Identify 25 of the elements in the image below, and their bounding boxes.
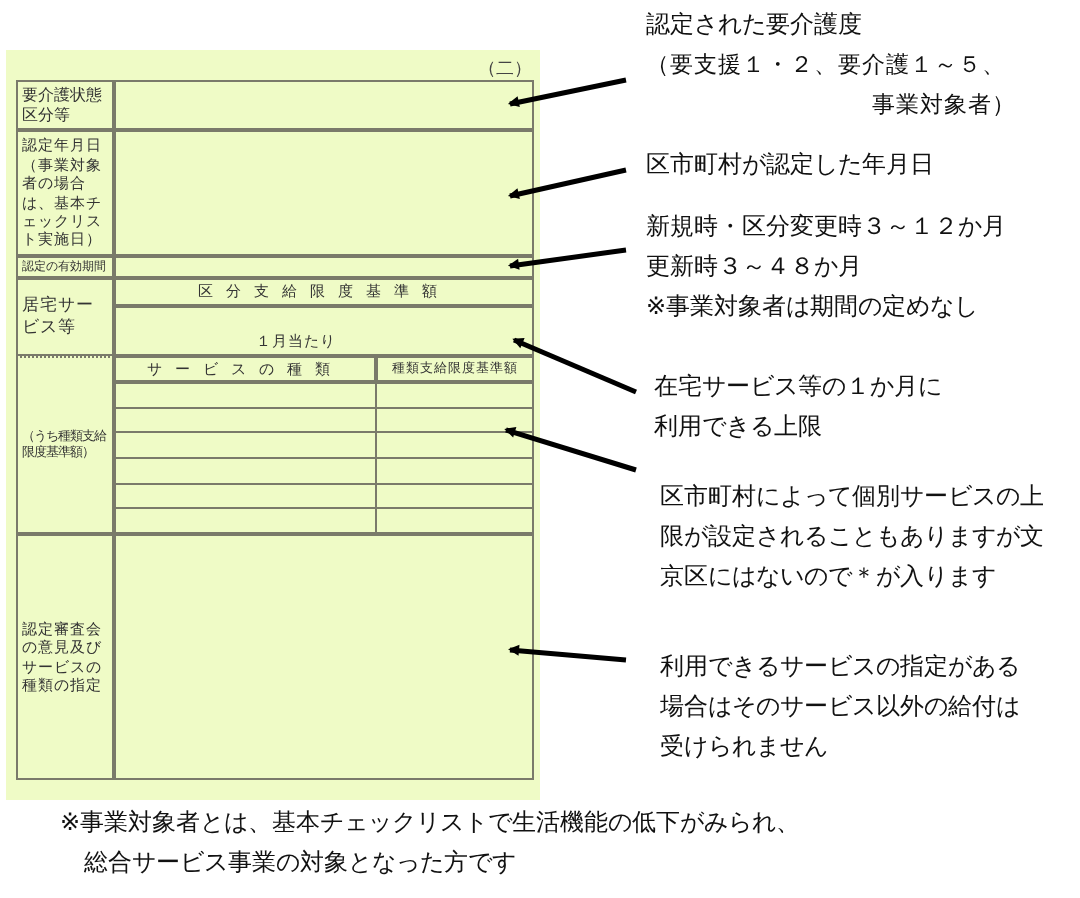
label-cell: 要介護状態区分等	[16, 80, 114, 130]
annotation-text: 認定された要介護度	[646, 8, 864, 42]
form-cell	[114, 256, 534, 278]
label-cell: 居宅サービス等	[16, 278, 114, 356]
arrow	[507, 167, 627, 199]
annotation-text: （要支援１・２、要介護１～５、事業対象者）	[646, 48, 1016, 122]
footnote: ※事業対象者とは、基本チェックリストで生活機能の低下がみられ、総合サービス事業の対象となった方です	[60, 806, 803, 880]
form-cell	[114, 130, 534, 256]
arrow	[504, 426, 637, 473]
form-cell	[114, 534, 534, 780]
arrow	[507, 77, 627, 108]
page-number: （二）	[478, 58, 532, 82]
arrow	[512, 337, 637, 395]
arrow	[507, 247, 627, 270]
service-table	[114, 382, 534, 534]
form-card	[6, 50, 540, 800]
annotation-text: 更新時３～４８か月	[646, 250, 864, 284]
form-cell	[114, 80, 534, 130]
annotation-text: 在宅サービス等の１か月に利用できる上限	[654, 366, 964, 446]
annotation-text: 区市町村によって個別サービスの上限が設定されることもありますが文京区にはないので＊が入ります	[660, 476, 1052, 596]
annotation-text: 利用できるサービスの指定がある場合はそのサービス以外の給付は受けられません	[660, 646, 1040, 766]
annotation-text: ※事業対象者は期間の定めなし	[646, 290, 981, 324]
annotation-text: 新規時・区分変更時３～１２か月	[646, 210, 1008, 244]
arrow	[508, 644, 627, 663]
annotation-text: 区市町村が認定した年月日	[646, 144, 1046, 184]
